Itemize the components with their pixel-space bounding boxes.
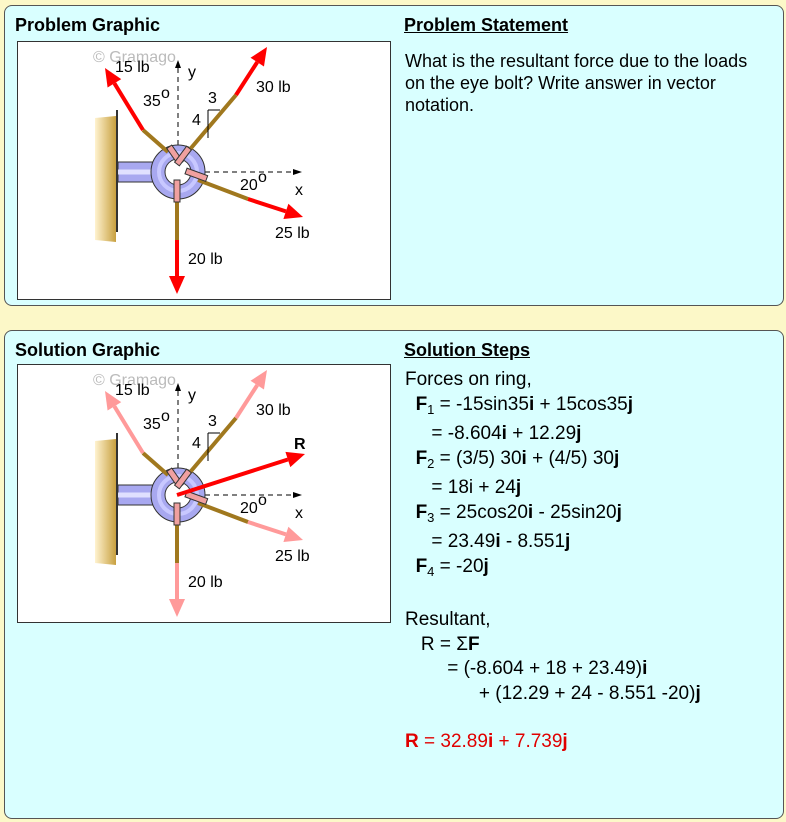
- final-answer: R = 32.89i + 7.739j: [405, 731, 568, 752]
- label-15lb: 15 lb: [115, 382, 150, 399]
- step-sum: R = ΣF: [405, 633, 480, 655]
- step-f1: F1 = -15sin35i + 15cos35j: [415, 393, 634, 417]
- force-20lb: [169, 192, 185, 294]
- label-30lb: 30 lb: [256, 402, 291, 419]
- label-y: y: [188, 64, 196, 81]
- label-20lb: 20 lb: [188, 251, 223, 268]
- problem-panel: Problem Graphic Problem Statement © Gram…: [4, 5, 784, 306]
- degree-35: o: [161, 85, 170, 102]
- solution-steps: Forces on ring, F1 = -15sin35i + 15cos35…: [405, 368, 701, 755]
- force-25lb: [197, 501, 303, 543]
- label-35: 35: [143, 93, 161, 110]
- solution-graphic-title: Solution Graphic: [15, 340, 161, 360]
- solution-steps-title: Solution Steps: [404, 340, 530, 360]
- label-x: x: [295, 505, 303, 522]
- step-f2-value: = 18i + 24j: [405, 477, 522, 498]
- watermark: © Gramago: [93, 372, 176, 389]
- resultant-arrow: [176, 451, 305, 497]
- step-f1-value: = -8.604i + 12.29j: [405, 423, 582, 444]
- slope-3: 3: [208, 90, 217, 107]
- degree-20: o: [258, 169, 267, 186]
- slope-4: 4: [192, 112, 201, 129]
- step-intro: Forces on ring,: [405, 369, 532, 390]
- label-x: x: [295, 182, 303, 199]
- label-y: y: [188, 387, 196, 404]
- step-resultant: Resultant,: [405, 609, 491, 630]
- step-sum-i: = (-8.604 + 18 + 23.49)i: [405, 658, 648, 679]
- solution-panel: Solution Graphic Solution Steps © Gramag…: [4, 330, 784, 819]
- problem-graphic-title: Problem Graphic: [15, 15, 161, 35]
- step-f3-value: = 23.49i - 8.551j: [405, 531, 571, 552]
- degree-20: o: [258, 492, 267, 509]
- step-sum-j: + (12.29 + 24 - 8.551 -20)j: [405, 682, 701, 704]
- wall: [95, 116, 116, 242]
- label-15lb: 15 lb: [115, 59, 150, 76]
- label-20deg: 20: [240, 500, 258, 517]
- step-f2: F2 = (3/5) 30i + (4/5) 30j: [415, 447, 620, 471]
- label-20deg: 20: [240, 177, 258, 194]
- label-20lb: 20 lb: [188, 574, 223, 591]
- slope-3: 3: [208, 413, 217, 430]
- force-30lb: [184, 47, 267, 156]
- watermark: © Gramago: [93, 49, 176, 66]
- force-15lb: [105, 391, 170, 477]
- degree-35: o: [161, 408, 170, 425]
- step-f3: F3 = 25cos20i - 25sin20j: [415, 501, 622, 525]
- force-30lb: [184, 370, 267, 479]
- force-25lb: [197, 178, 303, 220]
- label-25lb: 25 lb: [275, 548, 310, 565]
- label-30lb: 30 lb: [256, 79, 291, 96]
- wall: [95, 439, 116, 565]
- slope-4: 4: [192, 435, 201, 452]
- problem-statement-title: Problem Statement: [404, 15, 569, 35]
- force-15lb: [105, 68, 170, 154]
- problem-statement: What is the resultant force due to the l…: [405, 51, 748, 115]
- step-f4: F4 = -20j: [415, 555, 489, 579]
- force-20lb: [169, 515, 185, 617]
- label-r: R: [294, 436, 306, 453]
- label-25lb: 25 lb: [275, 225, 310, 242]
- label-35: 35: [143, 416, 161, 433]
